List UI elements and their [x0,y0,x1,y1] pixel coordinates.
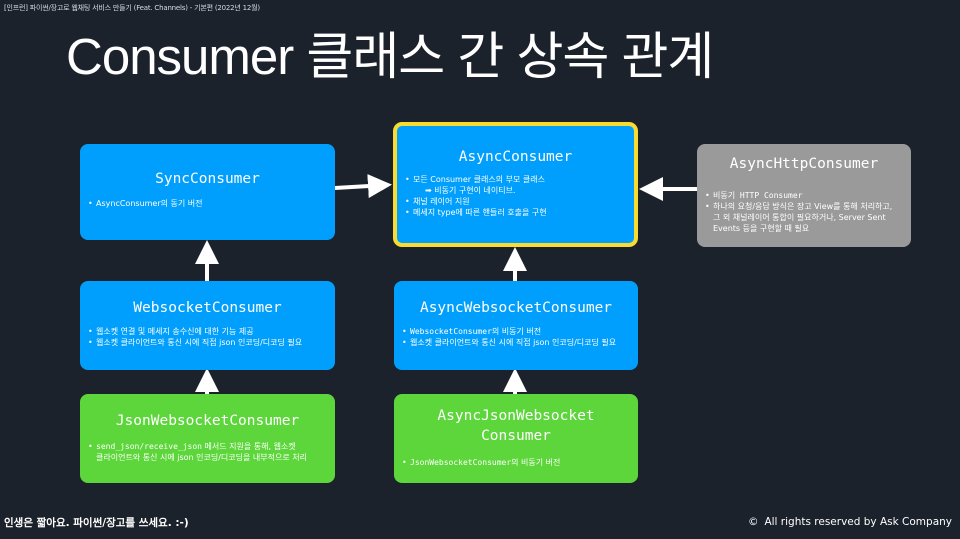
arrow-sync-to-async [334,174,392,199]
footer-copyright: © All rights reserved by Ask Company [748,516,952,528]
item-text: 의 비동기 버전 [491,327,542,336]
json-websocket-consumer-box: JsonWebsocketConsumer send_json/receive_… [80,394,335,483]
box-description: 웹소켓 연결 및 메세지 송수신에 대한 기능 제공 웹소켓 클라이언트와 통신… [88,326,327,348]
box-description: 모든 Consumer 클래스의 부모 클래스 ➡ 비동기 구현이 네이티브. … [405,174,626,218]
box-item: 비동기 HTTP Consumer [705,190,903,201]
item-text: 메서드 지원을 통해, 웹소켓 [201,442,296,451]
page-title: Consumer 클래스 간 상속 관계 [66,28,714,85]
async-http-consumer-box: AsyncHttpConsumer 비동기 HTTP Consumer 하나의 … [697,144,911,247]
async-websocket-consumer-box: AsyncWebsocketConsumer WebsocketConsumer… [394,281,638,370]
box-description: 비동기 HTTP Consumer 하나의 요청/응답 방식은 장고 View를… [705,190,903,234]
box-description: AsyncConsumer의 동기 버전 [88,198,327,209]
box-item: 하나의 요청/응답 방식은 장고 View를 통해 처리하고, [705,201,903,212]
websocket-consumer-box: WebsocketConsumer 웹소켓 연결 및 메세지 송수신에 대한 기… [80,281,335,370]
box-title: AsyncConsumer [458,149,573,165]
class-name: JsonWebsocketConsumer [410,458,512,467]
box-item: 그 외 채널레이어 통합이 필요하거나, Server Sent [713,213,886,222]
footer-tagline: 인생은 짧아요. 파이썬/장고를 쓰세요. :-) [4,517,189,529]
box-item: 웹소켓 연결 및 메세지 송수신에 대한 기능 제공 [88,326,327,337]
copyright-icon: © [747,516,759,528]
box-description: send_json/receive_json 메서드 지원을 통해, 웹소켓 클… [88,441,327,463]
box-item: Events 등을 구현할 때 필요 [713,224,810,233]
box-description: JsonWebsocketConsumer의 비동기 버전 [402,457,630,468]
box-title: SyncConsumer [155,171,260,187]
box-item: JsonWebsocketConsumer의 비동기 버전 [402,457,630,468]
box-item: 채널 레이어 지원 [405,196,626,207]
box-item: 클라이언트와 통신 시에 json 인코딩/디코딩을 내부적으로 처리 [96,453,307,462]
box-item: send_json/receive_json 메서드 지원을 통해, 웹소켓 [88,441,327,452]
box-item: AsyncConsumer의 동기 버전 [88,198,327,209]
async-json-websocket-consumer-box: AsyncJsonWebsocket Consumer JsonWebsocke… [394,394,638,483]
course-caption: [인프런] 파이썬/장고로 웹채팅 서비스 만들기 (Feat. Channel… [4,4,260,12]
async-consumer-box: AsyncConsumer 모든 Consumer 클래스의 부모 클래스 ➡ … [393,122,638,247]
box-item: 웹소켓 클라이언트와 통신 시에 직접 json 인코딩/디코딩 필요 [88,337,327,348]
box-title: AsyncHttpConsumer [729,156,879,172]
method-names: send_json/receive_json [96,442,202,451]
box-item: WebsocketConsumer의 비동기 버전 [402,326,630,337]
copyright-text: All rights reserved by Ask Company [764,516,952,528]
item-text: 의 비동기 버전 [511,458,561,467]
class-name: WebsocketConsumer [410,327,492,336]
box-item: 모든 Consumer 클래스의 부모 클래스 [405,174,626,185]
box-title: AsyncJsonWebsocket Consumer [437,408,595,444]
box-item: 메세지 type에 따른 핸들러 호출을 구현 [405,207,626,218]
box-item: 웹소켓 클라이언트와 통신 시에 직접 json 인코딩/디코딩 필요 [402,337,630,348]
box-title: AsyncWebsocketConsumer [419,300,613,316]
box-description: WebsocketConsumer의 비동기 버전 웹소켓 클라이언트와 통신 … [402,326,630,348]
box-title: WebsocketConsumer [133,300,282,316]
sync-consumer-box: SyncConsumer AsyncConsumer의 동기 버전 [80,144,335,240]
box-item: ➡ 비동기 구현이 네이티브. [425,186,516,195]
box-title: JsonWebsocketConsumer [115,413,300,429]
